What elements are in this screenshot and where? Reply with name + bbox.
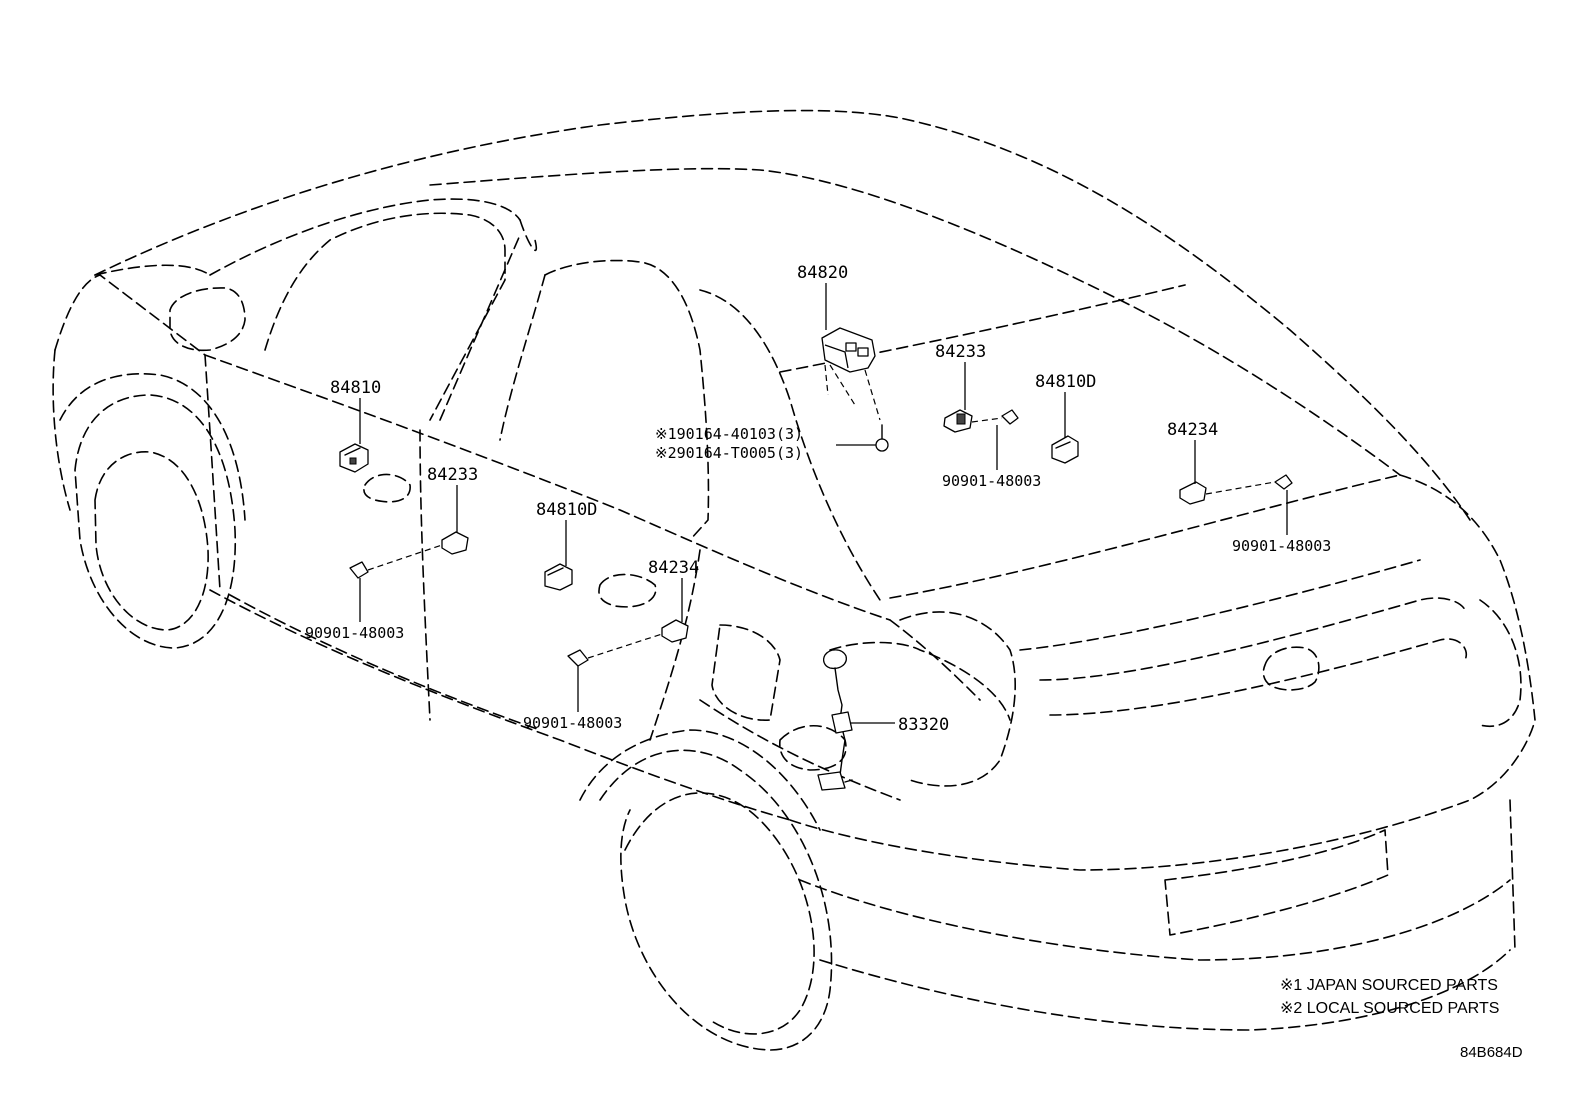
car-outline <box>52 109 1536 1051</box>
legend: ※1 JAPAN SOURCED PARTS ※2 LOCAL SOURCED … <box>1280 977 1499 1017</box>
label-84810D-right: 84810D <box>1035 372 1096 392</box>
label-screw-note-2: ※290164-T0005(3) <box>655 444 803 462</box>
label-83320: 83320 <box>898 715 949 735</box>
screw-90901-right-a-part <box>971 409 1019 425</box>
screw-90901-left-b-part <box>567 633 663 667</box>
switch-84234-left-part <box>661 619 689 643</box>
switch-84810D-right-part <box>1051 435 1079 464</box>
switch-84233-right-part <box>943 409 973 433</box>
leader-lines <box>359 283 1288 724</box>
switch-84234-right-part <box>1179 481 1207 505</box>
label-90901-right-b: 90901-48003 <box>1232 537 1331 555</box>
legend-line-1: ※1 JAPAN SOURCED PARTS <box>1280 977 1498 994</box>
master-switch-84820-part <box>821 327 881 421</box>
parts <box>339 327 1293 791</box>
label-84810: 84810 <box>330 378 381 398</box>
screw-90901-left-a-part <box>349 544 443 579</box>
diagram-code: 84B684D <box>1460 1044 1523 1061</box>
switch-84810D-left-part <box>544 563 573 591</box>
screw-90901-right-b-part <box>1205 474 1293 495</box>
part-labels: 84820 84233 84810D 84234 90901-48003 909… <box>305 263 1331 735</box>
label-84820: 84820 <box>797 263 848 283</box>
label-90901-left-b: 90901-48003 <box>523 714 622 732</box>
label-84233-right: 84233 <box>935 342 986 362</box>
label-84233-left: 84233 <box>427 465 478 485</box>
switch-84233-left-part <box>441 531 469 555</box>
switch-84810-left-part <box>339 443 369 473</box>
label-84810D-left: 84810D <box>536 500 597 520</box>
label-screw-note-1: ※190164-40103(3) <box>655 425 803 443</box>
label-90901-left-a: 90901-48003 <box>305 624 404 642</box>
label-84234-left: 84234 <box>648 558 699 578</box>
sensor-83320-part <box>817 649 853 791</box>
label-90901-right-a: 90901-48003 <box>942 472 1041 490</box>
label-84234-right: 84234 <box>1167 420 1218 440</box>
legend-line-2: ※2 LOCAL SOURCED PARTS <box>1280 1000 1499 1017</box>
screw-84820-part <box>875 424 889 452</box>
